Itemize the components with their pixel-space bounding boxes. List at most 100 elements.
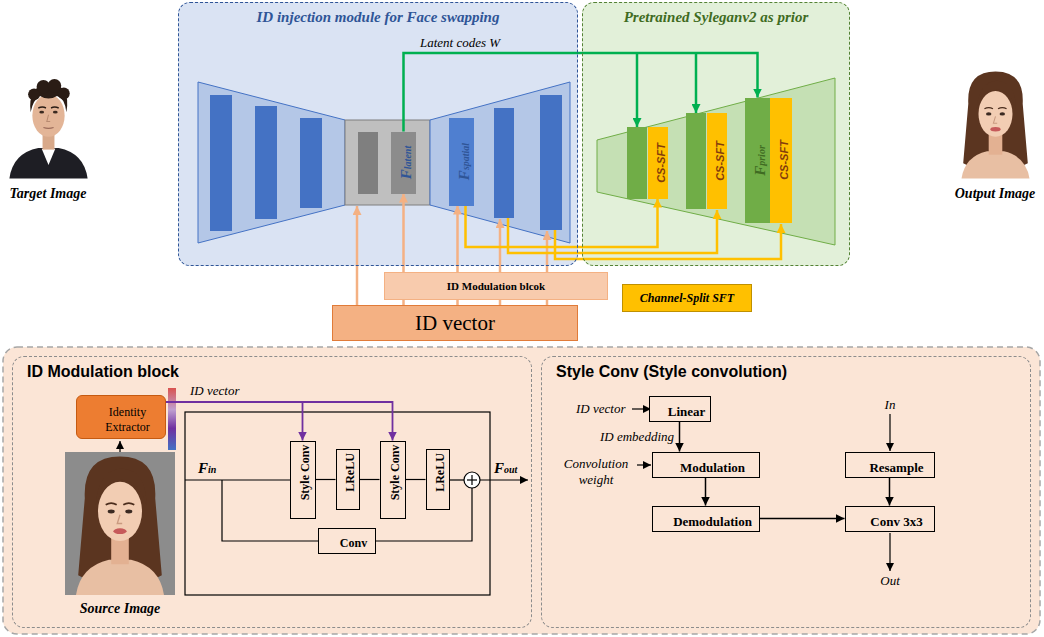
layer-box: Style Conv — [380, 441, 406, 519]
encoder-decoder — [198, 82, 570, 243]
feature-bar: Fspatial — [449, 118, 474, 206]
layer-box: Style Conv — [290, 441, 316, 519]
node-text: Conv 3x3 — [856, 508, 922, 530]
block-wiring — [889, 414, 890, 451]
panel-ground — [3, 347, 1040, 634]
node-text: ID Modulation blcok — [447, 280, 545, 292]
connector — [889, 478, 891, 506]
block-wiring — [464, 472, 480, 488]
op-box: Modulation — [652, 452, 760, 478]
layer-box: LReLU — [336, 449, 360, 510]
node-text: Pretrained Syleganv2 as prior — [583, 3, 849, 26]
image-caption: Source Image — [80, 601, 161, 617]
op-box: Resample — [845, 452, 935, 478]
input-name: In — [885, 397, 896, 413]
input-name: Convolution weight — [557, 456, 635, 488]
face-photo — [76, 456, 164, 595]
connector — [360, 479, 380, 480]
connector — [760, 518, 845, 520]
block-wiring — [889, 533, 890, 571]
panel-region: ID injection module for Face swappingFla… — [178, 2, 578, 266]
node-text: Modulation — [666, 454, 745, 476]
node-text: Resample — [855, 454, 923, 476]
block-wiring — [185, 412, 490, 595]
node-text: ID Modulation block — [13, 357, 531, 381]
face-photo — [962, 71, 1030, 178]
image-caption: Target Image — [10, 186, 87, 202]
node-text: Fprior — [746, 145, 769, 176]
legend-box: Channel-Split SFT — [622, 284, 752, 312]
block-wiring — [637, 464, 651, 465]
node-text: Style Conv — [292, 445, 313, 515]
encoder-decoder — [540, 95, 562, 230]
connector — [166, 402, 393, 441]
id-vector-bar: ID vector — [332, 305, 578, 341]
connector — [679, 422, 681, 452]
edge-label: ID embedding — [600, 429, 674, 445]
face-photo — [9, 79, 87, 178]
node-text: Fspatial — [450, 143, 473, 180]
node-text: CS-SFT — [649, 143, 667, 183]
feature-bar: Fprior — [745, 98, 770, 223]
encoder-decoder — [345, 120, 430, 205]
panel-region: Pretrained Syleganv2 as priorCS-SFT CS-SF… — [582, 2, 850, 266]
image-caption: Output Image — [955, 186, 1036, 202]
node-text: Conv — [326, 530, 367, 551]
node-text: Style Conv (Style convolution) — [542, 357, 1030, 381]
node-text: LReLU — [427, 453, 448, 506]
connector — [406, 479, 426, 480]
face-photo — [6, 68, 1038, 595]
layer-box: LReLU — [426, 449, 450, 510]
node-text: ID injection module for Face swapping — [179, 3, 577, 26]
cs-sft-block: CS-SFT — [770, 98, 792, 223]
connector — [166, 402, 303, 441]
feature-bar: Flatent — [391, 132, 416, 194]
node-text: Demodulation — [659, 508, 752, 530]
encoder-decoder — [198, 82, 345, 243]
encoder-decoder — [430, 82, 570, 243]
cs-sft-block: CS-SFT — [648, 127, 668, 199]
node-text: Flatent — [392, 146, 415, 179]
edge-label: ID vector — [190, 383, 239, 399]
connector — [705, 478, 707, 506]
layer-box: Conv — [318, 528, 376, 554]
encoder-decoder — [358, 132, 378, 194]
cs-sft-block: CS-SFT — [707, 113, 727, 209]
latent-branch — [637, 53, 696, 127]
panel-ground — [3, 2, 1040, 634]
color-bar — [168, 388, 176, 450]
sft-arrow — [555, 224, 781, 259]
id-injection-arrow — [356, 206, 359, 305]
face-photo — [65, 452, 175, 595]
panel-region: Style Conv (Style convolution) LinearModu… — [541, 356, 1031, 628]
signal-name: Fout — [494, 460, 517, 477]
panel-region: ID Modulation blockIdentity ExtractorSty… — [12, 356, 532, 628]
block-wiring — [185, 479, 290, 480]
node-text: CS-SFT — [772, 140, 790, 180]
block-wiring — [119, 441, 120, 452]
edge-label: Latent codes W — [420, 35, 500, 51]
face-photo — [6, 68, 91, 178]
op-box: Demodulation — [652, 506, 760, 532]
node-text: Identity Extractor — [77, 399, 165, 435]
module-box: ID Modulation blcok — [384, 272, 608, 300]
node-text: ID vector — [415, 311, 495, 336]
node-text: Channel-Split SFT — [640, 291, 734, 306]
encoder-decoder — [255, 106, 277, 219]
block-wiring — [471, 475, 472, 485]
color-bar — [168, 388, 176, 450]
latent-branch — [636, 53, 639, 127]
panel-ground — [178, 2, 578, 266]
block-wiring — [480, 479, 528, 480]
stylegan-prior — [627, 127, 647, 199]
node-text: Linear — [654, 398, 706, 420]
connector — [316, 479, 336, 480]
output-name: Out — [880, 573, 900, 589]
input-name: ID vector — [576, 401, 625, 417]
signal-name: Fin — [198, 460, 216, 477]
node-text: CS-SFT — [708, 141, 726, 181]
node-text: LReLU — [337, 453, 358, 506]
